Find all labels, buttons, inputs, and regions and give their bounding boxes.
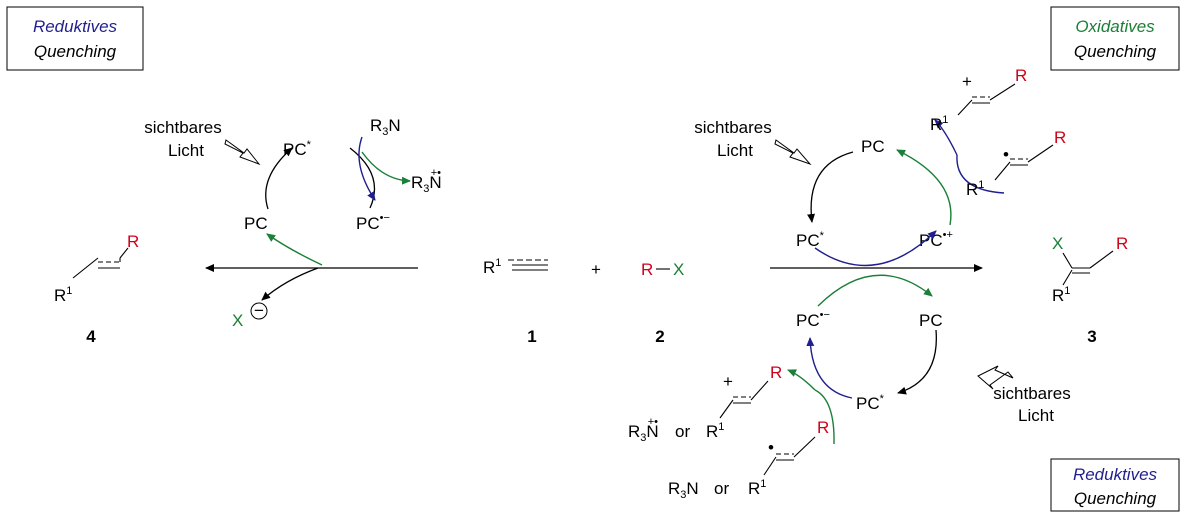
rb-cation-plus: +: [723, 372, 733, 391]
rt-light-arrow: [774, 139, 812, 166]
rb-pc: PC: [919, 311, 943, 330]
compound-3-structure: X R R1: [1052, 234, 1128, 305]
rt-pc: PC: [861, 137, 885, 156]
box-right-bottom-line1: Reduktives: [1073, 465, 1158, 484]
box-oxidative-right: Oxidatives Quenching: [1050, 6, 1180, 71]
rb-cation-R1: R1: [706, 421, 724, 441]
left-pc-star: PC*: [283, 139, 312, 159]
rb-radical-R3N: R3N: [668, 479, 699, 501]
left-pc-radical-anion: PC•−: [356, 212, 390, 233]
compound-1-structure: R1: [483, 257, 548, 277]
left-x-charge: −: [254, 301, 264, 320]
rb-cation-R: R: [770, 363, 782, 382]
left-light-arrow: [224, 139, 261, 166]
rt-light-line1: sichtbares: [694, 118, 771, 137]
compound-2-structure: R X: [641, 260, 684, 279]
box-right-bottom-line2: Quenching: [1074, 489, 1157, 508]
rt-cation-plus: +: [962, 72, 972, 91]
left-r3n-radical-cation: R3N+•: [411, 167, 442, 195]
box-left-line1: Reduktives: [33, 17, 118, 36]
left-pc: PC: [244, 214, 268, 233]
rb-radical-dot: •: [768, 438, 774, 457]
rb-cation-R3N: R3N+•: [628, 416, 659, 444]
rb-radical-R1: R1: [748, 478, 766, 498]
box-right-top-line1: Oxidatives: [1075, 17, 1155, 36]
c3-R1: R1: [1052, 285, 1070, 305]
left-r3n: R3N: [370, 116, 401, 138]
rt-radical-dot: •: [1003, 145, 1009, 164]
right-bottom-cycle: PC•− PC PC* sichtbares Licht + R R3N+• o…: [628, 274, 1071, 501]
c1-R1: R1: [483, 257, 501, 277]
c2-R: R: [641, 260, 653, 279]
c3-R: R: [1116, 234, 1128, 253]
rb-radical-R: R: [817, 418, 829, 437]
box-reductive-left: Reduktives Quenching: [6, 6, 144, 71]
left-cycle: PC* PC PC•− R3N R3N+• sichtbares Licht X…: [144, 116, 441, 330]
rt-cation-R1: R1: [930, 114, 948, 134]
rb-pc-radical-anion: PC•−: [796, 309, 830, 330]
rt-pc-radical-cation: PC•+: [919, 229, 953, 250]
rb-light-line1: sichtbares: [993, 384, 1070, 403]
plus-sign: +: [591, 260, 601, 279]
box-left-line2: Quenching: [34, 42, 117, 61]
left-x-anion: X: [232, 311, 243, 330]
box-right-top-line2: Quenching: [1074, 42, 1157, 61]
compound-4-structure: R R1: [54, 232, 139, 305]
left-light-line1: sichtbares: [144, 118, 221, 137]
rb-radical-or: or: [714, 479, 729, 498]
c4-R1: R1: [54, 285, 72, 305]
rt-radical-R: R: [1054, 128, 1066, 147]
compound-1-label: 1: [527, 327, 536, 346]
rb-light-arrow: [977, 365, 1014, 390]
rt-cation-R: R: [1015, 66, 1027, 85]
rb-cation-or: or: [675, 422, 690, 441]
right-top-cycle: PC PC* PC•+ sichtbares Licht + R R1 • R …: [694, 66, 1066, 267]
rb-pc-star: PC*: [856, 393, 885, 413]
c2-X: X: [673, 260, 684, 279]
rb-light-line2: Licht: [1018, 406, 1054, 425]
rt-radical-R1: R1: [966, 179, 984, 199]
c4-R: R: [127, 232, 139, 251]
rt-pc-star: PC*: [796, 230, 825, 250]
left-light-line2: Licht: [168, 141, 204, 160]
compound-2-label: 2: [655, 327, 664, 346]
compound-4-label: 4: [86, 327, 96, 346]
rt-light-line2: Licht: [717, 141, 753, 160]
compound-3-label: 3: [1087, 327, 1096, 346]
c3-X: X: [1052, 234, 1063, 253]
box-reductive-right: Reduktives Quenching: [1050, 458, 1180, 512]
